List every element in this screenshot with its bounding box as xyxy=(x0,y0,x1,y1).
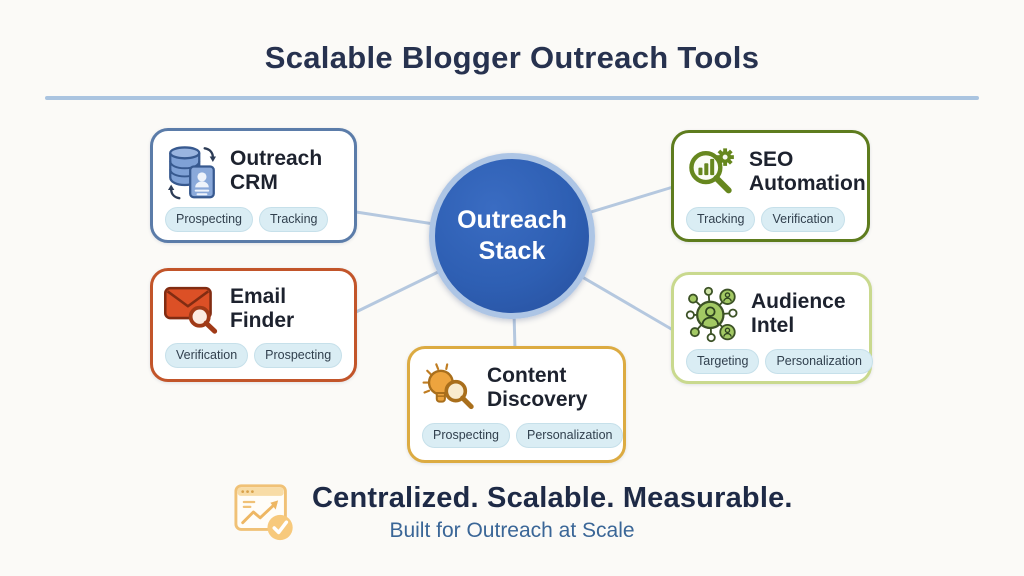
tag-prospecting: Prospecting xyxy=(165,207,254,232)
title-divider xyxy=(45,96,979,100)
analytics-window-check-icon xyxy=(233,479,299,545)
card-title-audience-intel: Audience Intel xyxy=(751,290,846,337)
tag-verification: Verification xyxy=(165,343,249,368)
tag-targeting: Targeting xyxy=(686,349,760,374)
tag-prospecting: Prospecting xyxy=(422,423,511,448)
card-seo-automation: SEO Automation Tracking Verification xyxy=(671,130,870,242)
tag-prospecting: Prospecting xyxy=(254,343,343,368)
card-content-discovery: Content Discovery Prospecting Personaliz… xyxy=(407,346,626,463)
card-title-email-finder: Email Finder xyxy=(230,285,295,332)
tag-verification: Verification xyxy=(761,207,845,232)
tag-tracking: Tracking xyxy=(686,207,756,232)
database-sync-contact-card-icon xyxy=(163,141,221,201)
tag-personalization: Personalization xyxy=(765,349,873,374)
envelope-magnifier-icon xyxy=(163,281,221,337)
tag-personalization: Personalization xyxy=(516,423,624,448)
card-outreach-crm: Outreach CRM Prospecting Tracking xyxy=(150,128,357,243)
footer-heading: Centralized. Scalable. Measurable. xyxy=(312,482,793,514)
lightbulb-magnifier-icon xyxy=(420,359,478,417)
people-network-icon xyxy=(684,285,742,343)
card-title-seo-automation: SEO Automation xyxy=(749,148,866,195)
page-title: Scalable Blogger Outreach Tools xyxy=(264,40,760,75)
tag-tracking: Tracking xyxy=(259,207,329,232)
card-email-finder: Email Finder Verification Prospecting xyxy=(150,268,357,382)
magnifier-bar-chart-gear-icon xyxy=(684,143,740,201)
card-title-outreach-crm: Outreach CRM xyxy=(230,147,323,194)
footer-subheading: Built for Outreach at Scale xyxy=(389,519,635,542)
center-node-outreach-stack: Outreach Stack xyxy=(429,153,595,319)
card-title-content-discovery: Content Discovery xyxy=(487,364,588,411)
card-audience-intel: Audience Intel Targeting Personalization xyxy=(671,272,873,384)
